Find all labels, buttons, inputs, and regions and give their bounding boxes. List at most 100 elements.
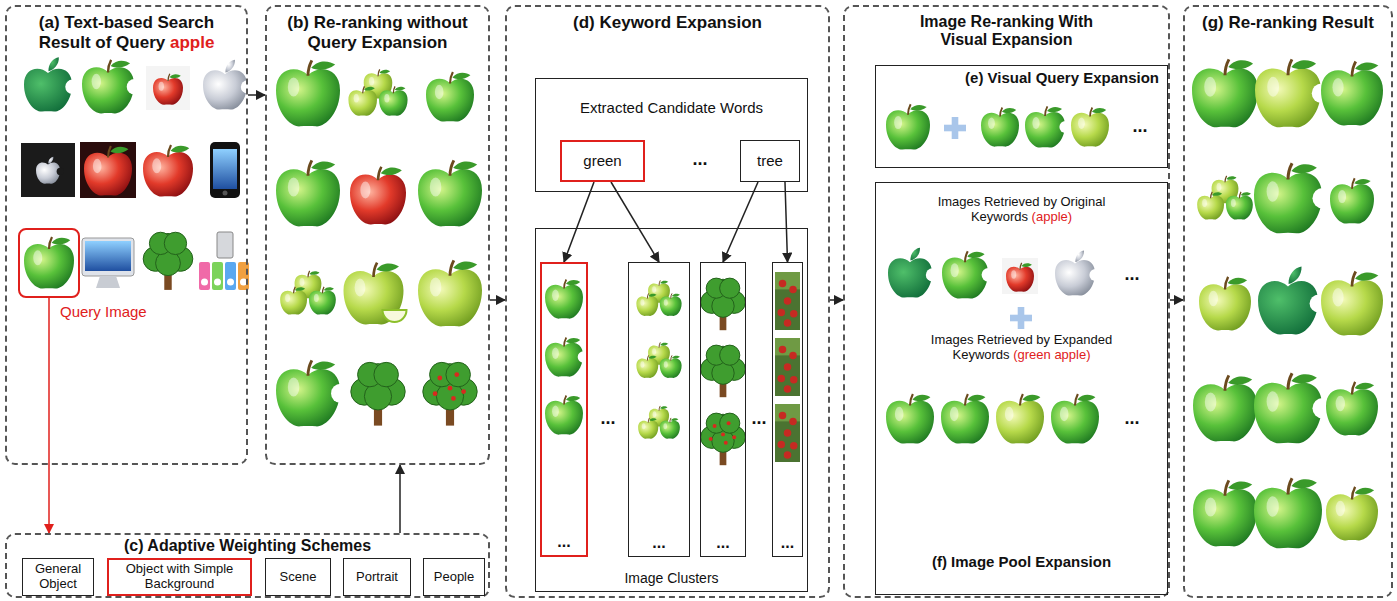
node-text: Image Clusters: [624, 570, 718, 586]
player-body: [225, 262, 236, 290]
apple-highlight: [33, 250, 42, 265]
apple-picture: [1055, 250, 1101, 295]
apple-body: [545, 343, 583, 377]
image-cluster: ...: [700, 262, 746, 557]
apple-body: [379, 90, 408, 115]
apple-body: [1193, 489, 1257, 546]
logo-leaf: [48, 157, 53, 164]
node-text: ...: [557, 533, 570, 551]
apple-highlight: [1267, 391, 1279, 411]
monitor-stand: [96, 276, 120, 288]
apple-slice-shape: [383, 310, 407, 322]
apple-picture: [660, 418, 680, 439]
picture-background: [1002, 258, 1038, 294]
apple-highlight: [1078, 118, 1085, 129]
player-wheel: [214, 279, 221, 286]
apple-leaf: [1021, 263, 1032, 267]
apple-stem: [1045, 106, 1047, 116]
apple-highlight: [652, 348, 656, 355]
photo-fruit: [789, 286, 797, 294]
apple-highlight: [288, 377, 300, 396]
photo-fruit: [784, 363, 792, 371]
apple-stem: [647, 355, 648, 360]
apple-highlight: [1336, 396, 1345, 412]
apple-stem: [910, 394, 913, 406]
photo-background: [775, 338, 800, 396]
apple-body: [203, 70, 247, 109]
apple-stem: [108, 146, 111, 158]
apple-body: [1051, 401, 1099, 444]
apple-stem: [1352, 382, 1355, 394]
apple-leaf: [1047, 107, 1062, 112]
apple-bite: [1312, 188, 1332, 208]
apple-slice: [383, 310, 407, 322]
node-text: (e) Visual Query Expansion: [965, 69, 1159, 86]
apple-stem: [647, 293, 648, 298]
apple-leaf: [1291, 374, 1317, 383]
apple-highlight: [951, 263, 959, 277]
apple-highlight: [640, 299, 644, 306]
apple-highlight: [950, 407, 959, 421]
apple-body: [36, 162, 60, 183]
apple-body: [418, 269, 482, 326]
phone-button: [223, 191, 228, 196]
apple-leaf: [311, 161, 335, 170]
apple-highlight: [1231, 199, 1236, 207]
photo-fruit: [778, 441, 786, 449]
apple-body: [1330, 184, 1374, 223]
phone-screen: [213, 149, 237, 189]
apple-leaf: [295, 287, 305, 291]
apple-stem: [374, 263, 378, 277]
apple-leaf: [1212, 192, 1222, 196]
apple-picture: [276, 60, 340, 126]
apple-body: [545, 401, 583, 435]
apple-stem: [564, 279, 566, 288]
apple-highlight: [1332, 288, 1343, 307]
apple-leaf: [171, 146, 190, 153]
tree-fruit: [709, 437, 713, 441]
apple-picture: [418, 160, 482, 226]
apple-picture: [1192, 59, 1258, 127]
apple-leaf: [1077, 395, 1095, 401]
apple-leaf: [648, 356, 656, 359]
apple-stem: [965, 251, 968, 262]
apple-picture: [1197, 192, 1224, 220]
apple-stem: [1352, 62, 1356, 77]
apple-stem: [1020, 394, 1023, 406]
tree-fruit: [448, 386, 453, 391]
apple-highlight: [1032, 117, 1039, 129]
apple-picture: [36, 157, 64, 184]
apple-picture: [1321, 62, 1383, 126]
apple-body: [941, 401, 989, 444]
apple-picture: [276, 360, 350, 426]
apple-highlight: [430, 177, 442, 196]
text-part: Images Retrieved by Original Keywords: [938, 194, 1106, 224]
tree-fruit: [437, 376, 442, 381]
apple-picture: [1254, 478, 1322, 548]
apple-stem: [363, 86, 365, 93]
scheme-box: Scene: [265, 558, 331, 596]
node-text: (d) Keyword Expansion: [573, 13, 762, 33]
apple-highlight: [895, 407, 904, 421]
apple-stem: [450, 260, 454, 275]
keyword-box-selected: green: [560, 140, 645, 182]
tree-canopy: [720, 413, 740, 433]
apple-stem: [1352, 272, 1356, 287]
photo-fruit: [778, 375, 786, 383]
photo-background: [775, 272, 800, 330]
apple-body: [1006, 267, 1034, 292]
apple-leaf: [1228, 376, 1252, 385]
apple-highlight: [1332, 78, 1343, 97]
apple-body: [309, 291, 336, 315]
apple-picture: [660, 293, 682, 316]
apple-highlight: [355, 279, 366, 297]
apple-picture: [1321, 272, 1383, 336]
apple-body: [24, 244, 74, 289]
apple-stem: [1020, 263, 1022, 270]
tree-picture: [701, 345, 746, 397]
candidate-words-box: greentreeExtracted Candidate Words: [535, 78, 808, 192]
apple-leaf: [671, 418, 679, 421]
apple-leaf: [452, 73, 470, 79]
apple-body: [276, 369, 340, 426]
